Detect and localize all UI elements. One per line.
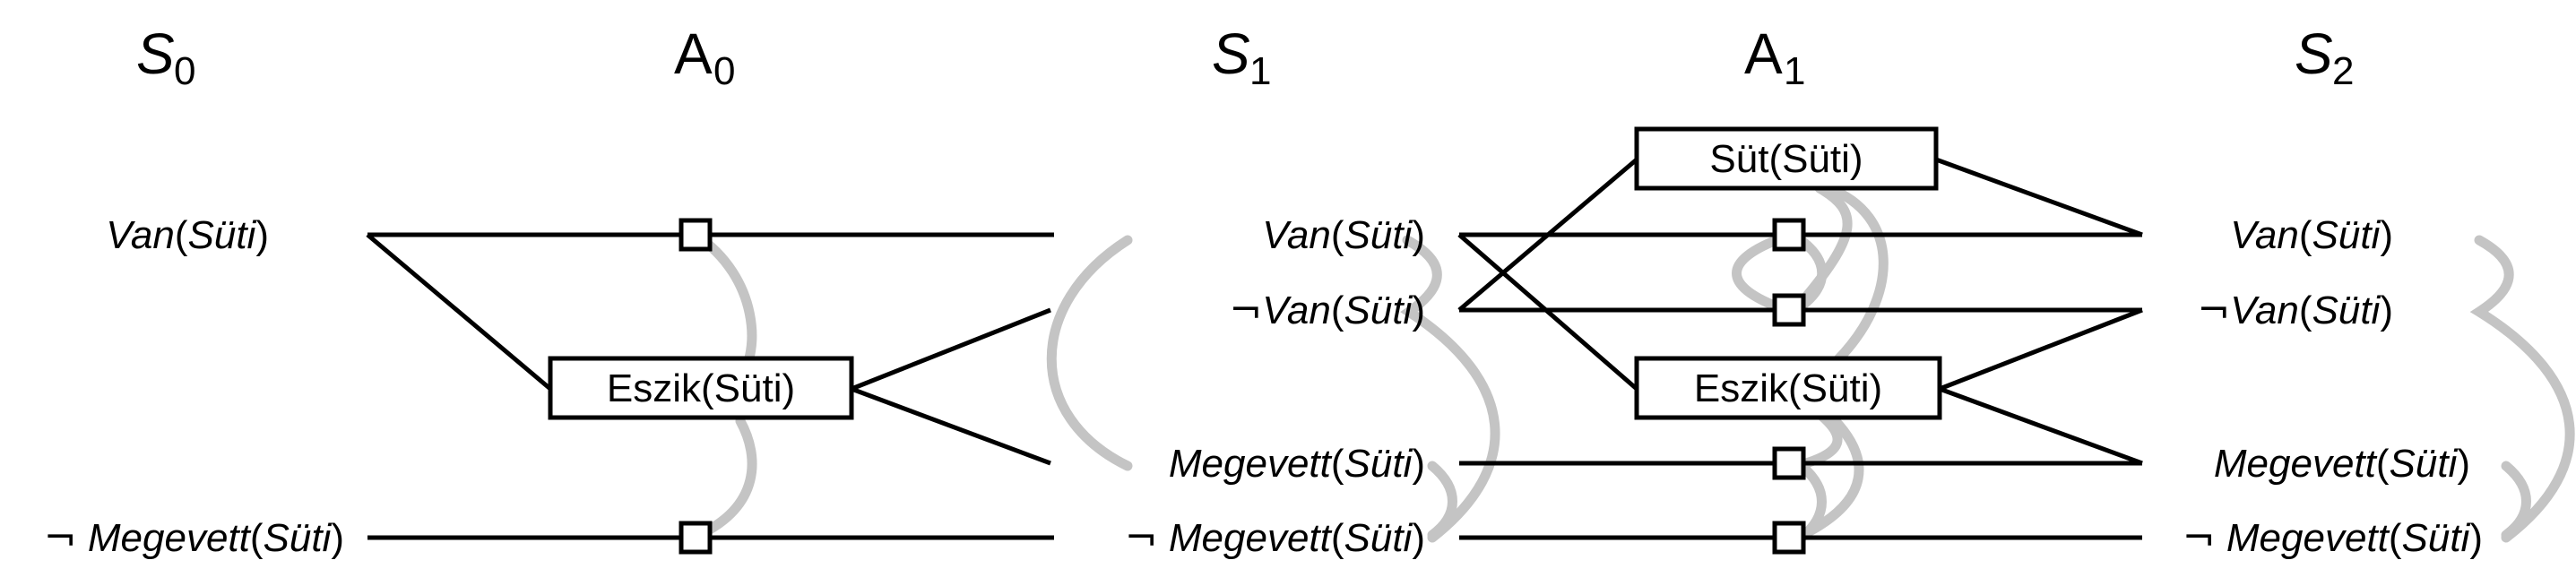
action-label-eszik-a1: Eszik(Süti) [1694, 366, 1882, 410]
level-header-a0: A 0 [674, 22, 735, 93]
literal-s0-van: Van(Süti) [106, 213, 269, 257]
edge-van-s0-to-eszik-a0 [366, 233, 552, 391]
level-s1-letter: S [1212, 22, 1250, 86]
edges-level-0 [366, 232, 1054, 540]
level-s0-subscript: 0 [174, 49, 195, 93]
noop-a1-notvan [1772, 293, 1806, 327]
level-header-s0: S 0 [136, 22, 195, 93]
noop-nodes [679, 218, 1806, 555]
mutex-arc-s2-big [2469, 235, 2575, 543]
mutex-arc-s1-right [1400, 235, 1500, 543]
level-a0-subscript: 0 [713, 49, 735, 93]
mutex-arc-a0-upper [690, 229, 757, 382]
literal-s1-not-van: ¬Van(Süti) [1229, 288, 1425, 333]
literal-s0-not-megevett: ¬ Megevett(Süti) [44, 515, 344, 561]
edge-eszik-a0-to-notvan-s1 [851, 307, 1051, 392]
edge-eszik-a0-to-megevett-s1 [851, 386, 1051, 466]
action-eszik-a1: Eszik(Süti) [1634, 356, 1942, 420]
action-eszik-a0: Eszik(Süti) [548, 356, 854, 420]
action-sut-a1: Süt(Süti) [1634, 126, 1939, 191]
noop-a0-van [679, 218, 713, 252]
noop-a1-van [1772, 218, 1806, 252]
mutex-arc-s1-small [1427, 461, 1457, 540]
mutex-arc-a1-eszik-lower-2 [1792, 409, 1864, 543]
mutex-arc-a1-noop-left [1732, 232, 1789, 315]
level-s2-letter: S [2295, 22, 2333, 86]
edge-eszik-a1-to-megevett-s2 [1939, 386, 2143, 466]
edge-notvan-s1-to-sut-a1 [1457, 158, 1638, 312]
literal-s2-not-megevett: ¬ Megevett(Süti) [2183, 515, 2483, 561]
level-header-a1: A 1 [1744, 22, 1805, 93]
level-s1-subscript: 1 [1249, 49, 1271, 93]
edge-sut-a1-to-van-s2 [1935, 157, 2143, 237]
mutex-arc-a1-sut-far [1823, 183, 1889, 366]
mutex-arc-a0-lower [694, 416, 757, 540]
noop-a1-megevett [1772, 446, 1806, 480]
literal-s2-not-van: ¬Van(Süti) [2197, 288, 2393, 333]
mutex-arc-a1-noop-right [1792, 232, 1828, 315]
edges-level-1 [1457, 157, 2143, 540]
literal-s1-not-megevett: ¬ Megevett(Süti) [1125, 515, 1425, 561]
level-header-s2: S 2 [2295, 22, 2354, 93]
level-a0-letter: A [674, 22, 713, 86]
edge-eszik-a1-to-notvan-s2 [1939, 307, 2143, 392]
level-a1-letter: A [1744, 22, 1783, 86]
mutex-arc-s2-small [2501, 461, 2531, 540]
action-label-sut-a1: Süt(Süti) [1709, 137, 1863, 181]
level-header-s1: S 1 [1212, 22, 1271, 93]
literal-s2-van: Van(Süti) [2230, 213, 2393, 257]
level-s0-letter: S [136, 22, 175, 86]
action-box-eszik-a0 [548, 356, 854, 420]
level-s2-subscript: 2 [2332, 49, 2354, 93]
mutex-arc-a1-bottom [1796, 461, 1827, 543]
literal-s2-megevett: Megevett(Süti) [2214, 442, 2470, 486]
noop-a0-notmegevett [679, 521, 713, 555]
action-box-sut-a1 [1634, 126, 1939, 191]
mutex-arc-s1-big [1046, 235, 1133, 471]
mutex-arcs [690, 183, 2575, 543]
noop-a1-notmegevett [1772, 521, 1806, 555]
level-a1-subscript: 1 [1784, 49, 1805, 93]
literal-s1-megevett: Megevett(Süti) [1169, 442, 1425, 486]
literal-s1-van: Van(Süti) [1262, 213, 1425, 257]
action-label-eszik-a0: Eszik(Süti) [607, 366, 795, 410]
action-box-eszik-a1 [1634, 356, 1942, 420]
